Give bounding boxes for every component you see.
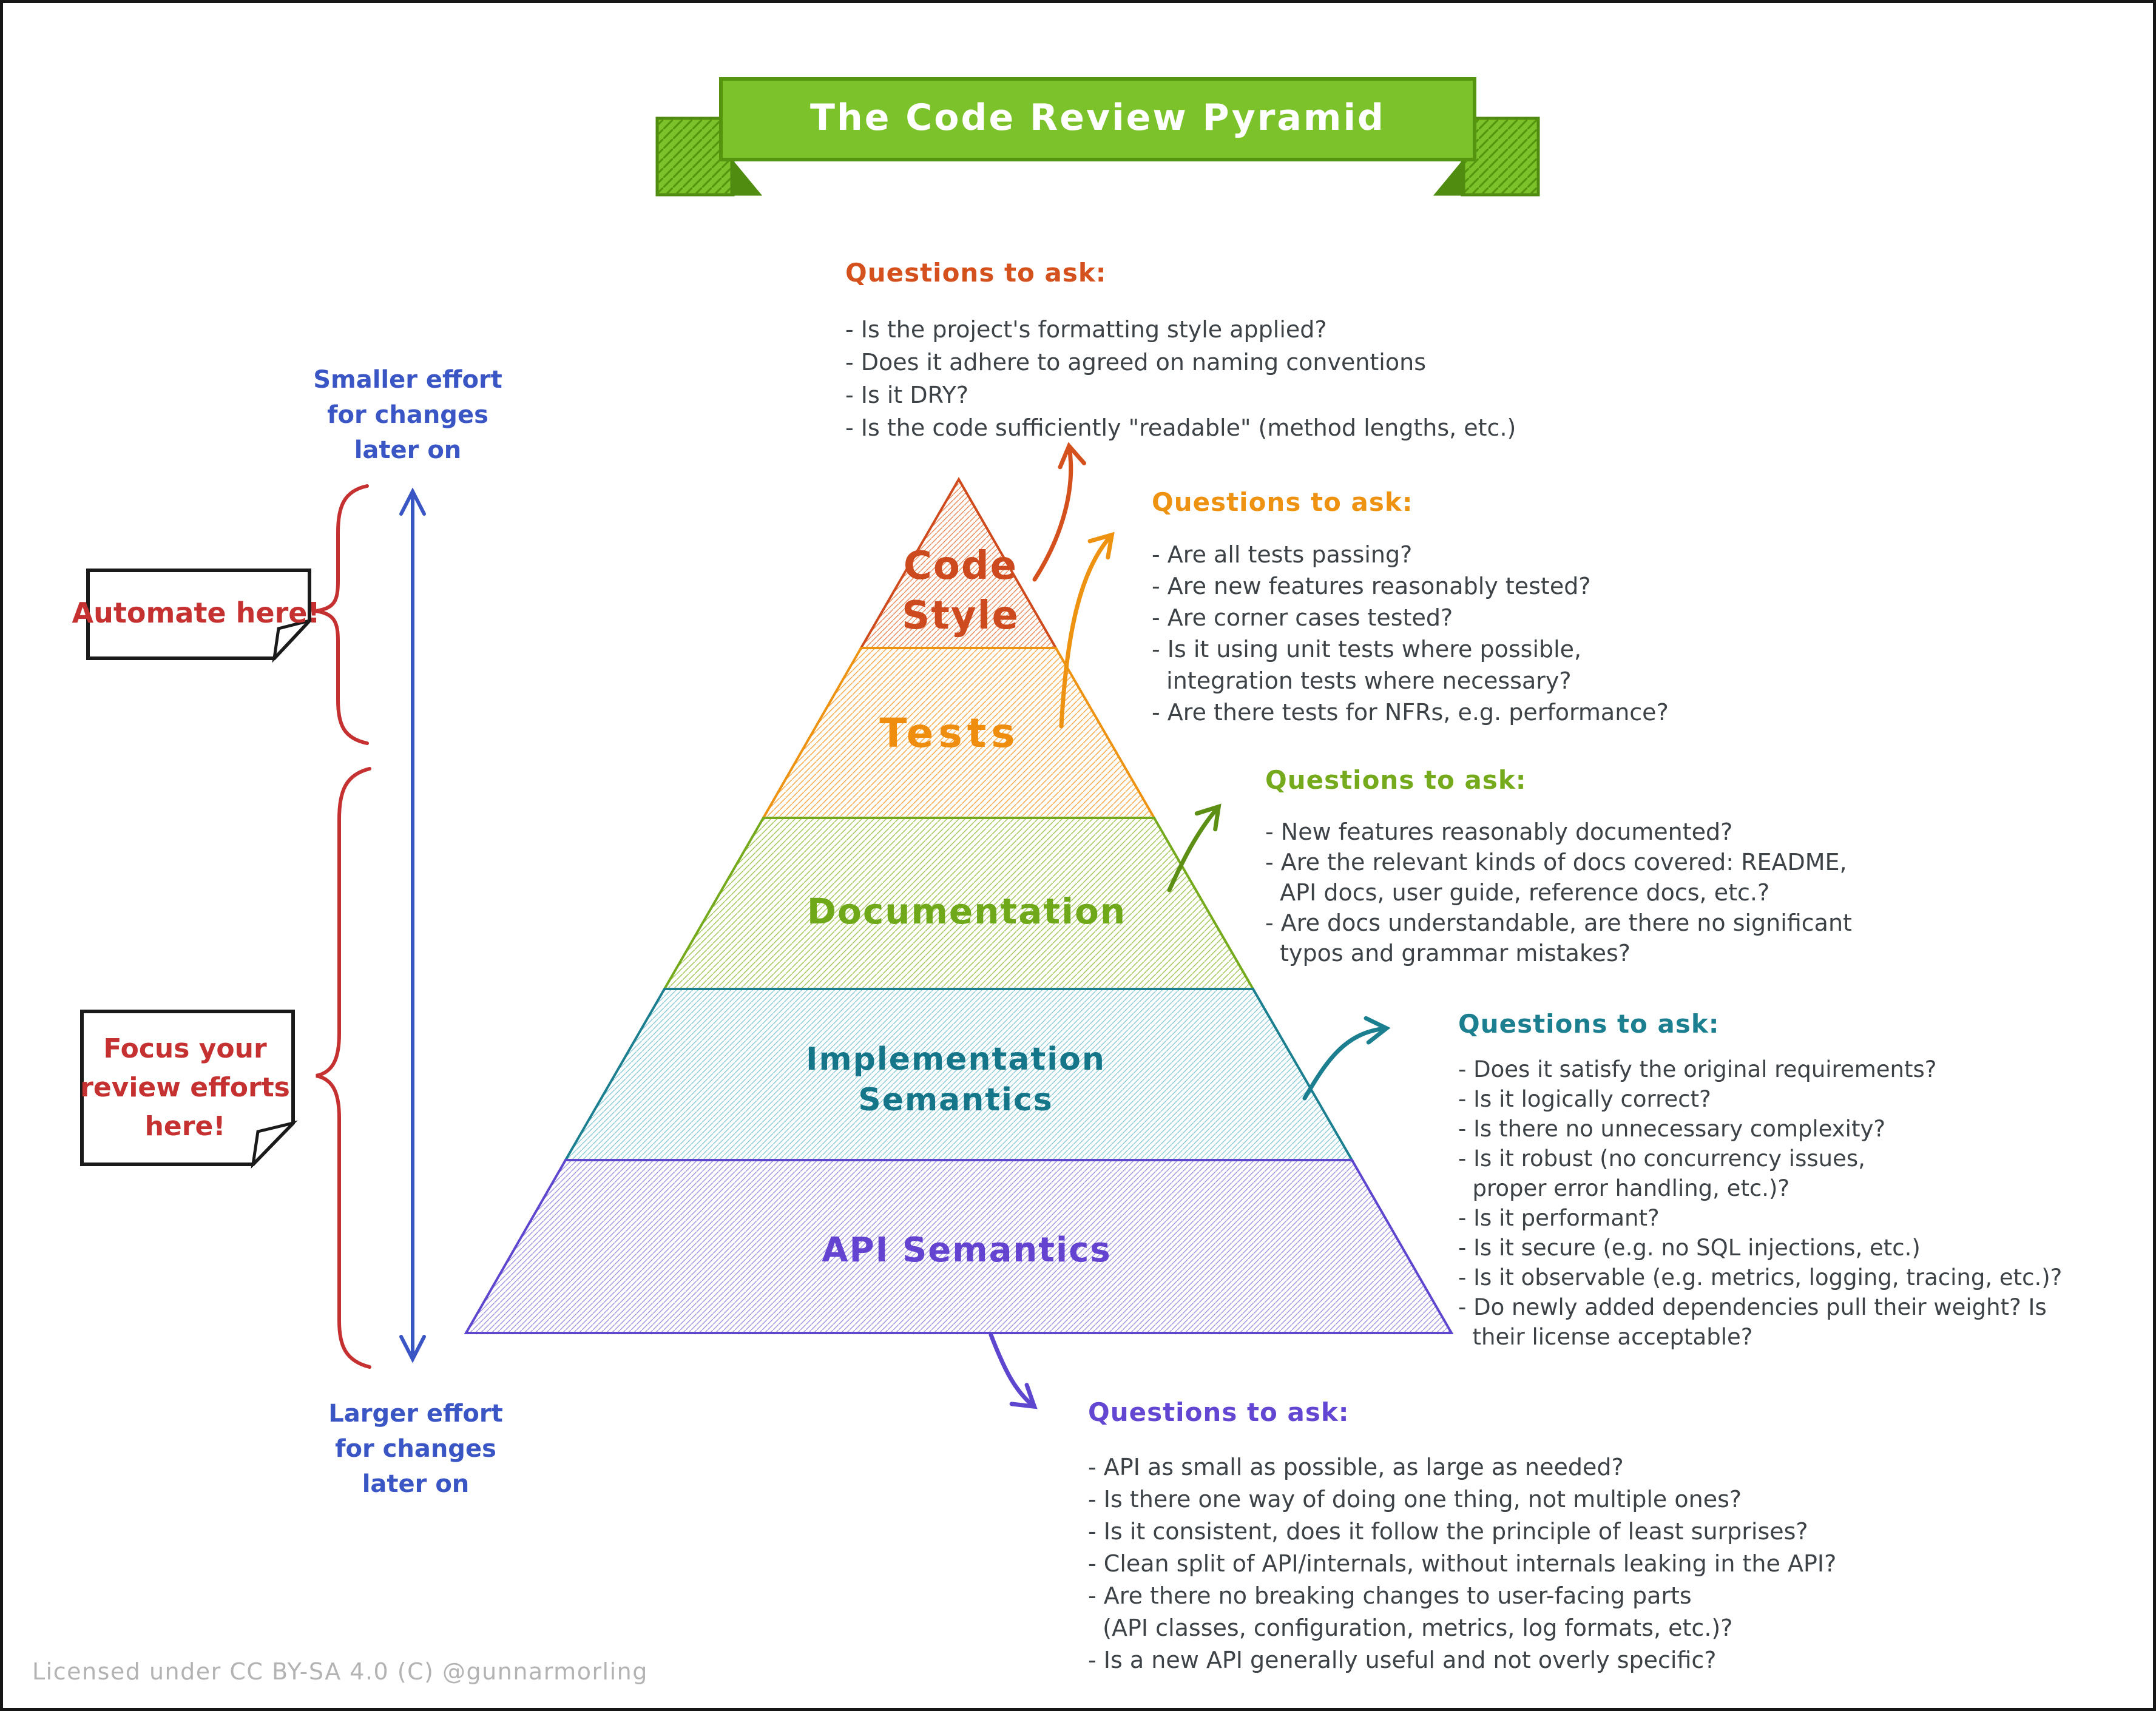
questions-header: Questions to ask: bbox=[1152, 487, 1413, 517]
note-automate-label: Automate here! bbox=[72, 596, 320, 629]
arrow-code-style-icon bbox=[1032, 442, 1087, 582]
question-line: typos and grammar mistakes? bbox=[1265, 940, 1631, 967]
caption-larger-effort: Larger effort for changes later on bbox=[328, 1400, 503, 1498]
brace-focus-icon bbox=[316, 767, 371, 1369]
question-line: - Do newly added dependencies pull their… bbox=[1458, 1294, 2047, 1320]
question-line: - Is it using unit tests where possible, bbox=[1152, 636, 1582, 663]
questions-list: - New features reasonably documented? - A… bbox=[1265, 817, 1852, 968]
questions-list: - Is the project's formatting style appl… bbox=[845, 313, 1516, 444]
question-line: - Are docs understandable, are there no … bbox=[1265, 909, 1852, 936]
question-line: - Is it logically correct? bbox=[1458, 1086, 1711, 1112]
questions-header: Questions to ask: bbox=[1458, 1009, 1720, 1039]
question-line: - Is there one way of doing one thing, n… bbox=[1088, 1486, 1742, 1513]
arrow-implementation-icon bbox=[1302, 1016, 1391, 1101]
note-fold-icon bbox=[272, 618, 314, 663]
question-line: - New features reasonably documented? bbox=[1265, 818, 1733, 845]
question-line: - Is it consistent, does it follow the p… bbox=[1088, 1518, 1808, 1545]
question-line: - Is the project's formatting style appl… bbox=[845, 316, 1327, 343]
effort-axis-arrow-icon bbox=[399, 487, 426, 1363]
question-line: - Is the code sufficiently "readable" (m… bbox=[845, 414, 1516, 441]
arrow-api-icon bbox=[988, 1332, 1038, 1409]
note-focus-label: Focus your review efforts here! bbox=[80, 1033, 290, 1142]
question-line: - Does it satisfy the original requireme… bbox=[1458, 1056, 1937, 1082]
banner-plate bbox=[719, 77, 1476, 161]
questions-block-code-style: Questions to ask: - Is the project's for… bbox=[845, 258, 1516, 444]
questions-block-api-semantics: Questions to ask: - API as small as poss… bbox=[1088, 1397, 1836, 1676]
question-line: - API as small as possible, as large as … bbox=[1088, 1454, 1624, 1480]
layer-label-implementation-semantics: Implementation Semantics bbox=[806, 1041, 1106, 1118]
question-line: - Are new features reasonably tested? bbox=[1152, 573, 1591, 599]
question-line: - Is there no unnecessary complexity? bbox=[1458, 1116, 1885, 1142]
question-line: - Are the relevant kinds of docs covered… bbox=[1265, 849, 1847, 876]
questions-block-documentation: Questions to ask: - New features reasona… bbox=[1265, 765, 1852, 968]
questions-block-implementation-semantics: Questions to ask: - Does it satisfy the … bbox=[1458, 1009, 2062, 1352]
brace-automate-icon bbox=[316, 484, 369, 745]
question-line: - Are corner cases tested? bbox=[1152, 604, 1453, 631]
pyramid-layer-api-semantics bbox=[464, 1159, 1454, 1334]
questions-header: Questions to ask: bbox=[845, 258, 1107, 288]
questions-list: - API as small as possible, as large as … bbox=[1088, 1451, 1836, 1676]
questions-block-tests: Questions to ask: - Are all tests passin… bbox=[1152, 487, 1669, 728]
questions-header: Questions to ask: bbox=[1265, 765, 1527, 795]
banner-ribbon bbox=[655, 77, 1540, 197]
note-automate bbox=[86, 569, 314, 663]
question-line: - Is it robust (no concurrency issues, bbox=[1458, 1146, 1865, 1172]
question-line: (API classes, configuration, metrics, lo… bbox=[1088, 1615, 1733, 1641]
question-line: - Is it performant? bbox=[1458, 1205, 1660, 1231]
question-line: - Is it DRY? bbox=[845, 382, 969, 408]
question-line: - Does it adhere to agreed on naming con… bbox=[845, 349, 1426, 376]
question-line: - Are all tests passing? bbox=[1152, 541, 1413, 568]
caption-smaller-effort: Smaller effort for changes later on bbox=[313, 366, 502, 464]
arrow-tests-icon bbox=[1059, 532, 1115, 729]
layer-label-code-style: Code Style bbox=[902, 544, 1019, 638]
layer-label-tests: Tests bbox=[879, 710, 1020, 757]
arrow-documentation-icon bbox=[1167, 803, 1222, 893]
question-line: integration tests where necessary? bbox=[1152, 667, 1572, 694]
questions-header: Questions to ask: bbox=[1088, 1397, 1350, 1427]
questions-list: - Are all tests passing? - Are new featur… bbox=[1152, 539, 1669, 728]
question-line: - Is it secure (e.g. no SQL injections, … bbox=[1458, 1235, 1921, 1261]
note-fold-icon bbox=[251, 1120, 298, 1169]
layer-label-api-semantics: API Semantics bbox=[822, 1230, 1112, 1270]
question-line: their license acceptable? bbox=[1458, 1324, 1753, 1350]
note-focus bbox=[80, 1010, 298, 1169]
diagram-artwork bbox=[80, 77, 1540, 1409]
question-line: - Are there no breaking changes to user-… bbox=[1088, 1582, 1692, 1609]
questions-list: - Does it satisfy the original requireme… bbox=[1458, 1055, 2062, 1352]
question-line: - Is it observable (e.g. metrics, loggin… bbox=[1458, 1264, 2063, 1291]
question-line: - Are there tests for NFRs, e.g. perform… bbox=[1152, 699, 1669, 726]
question-line: - Is a new API generally useful and not … bbox=[1088, 1647, 1717, 1673]
layer-label-documentation: Documentation bbox=[806, 891, 1127, 932]
license-text: Licensed under CC BY-SA 4.0 (C) @gunnarm… bbox=[32, 1658, 648, 1685]
question-line: - Clean split of API/internals, without … bbox=[1088, 1550, 1837, 1577]
question-line: API docs, user guide, reference docs, et… bbox=[1265, 879, 1770, 906]
question-line: proper error handling, etc.)? bbox=[1458, 1175, 1790, 1201]
banner-title: The Code Review Pyramid bbox=[810, 96, 1385, 139]
